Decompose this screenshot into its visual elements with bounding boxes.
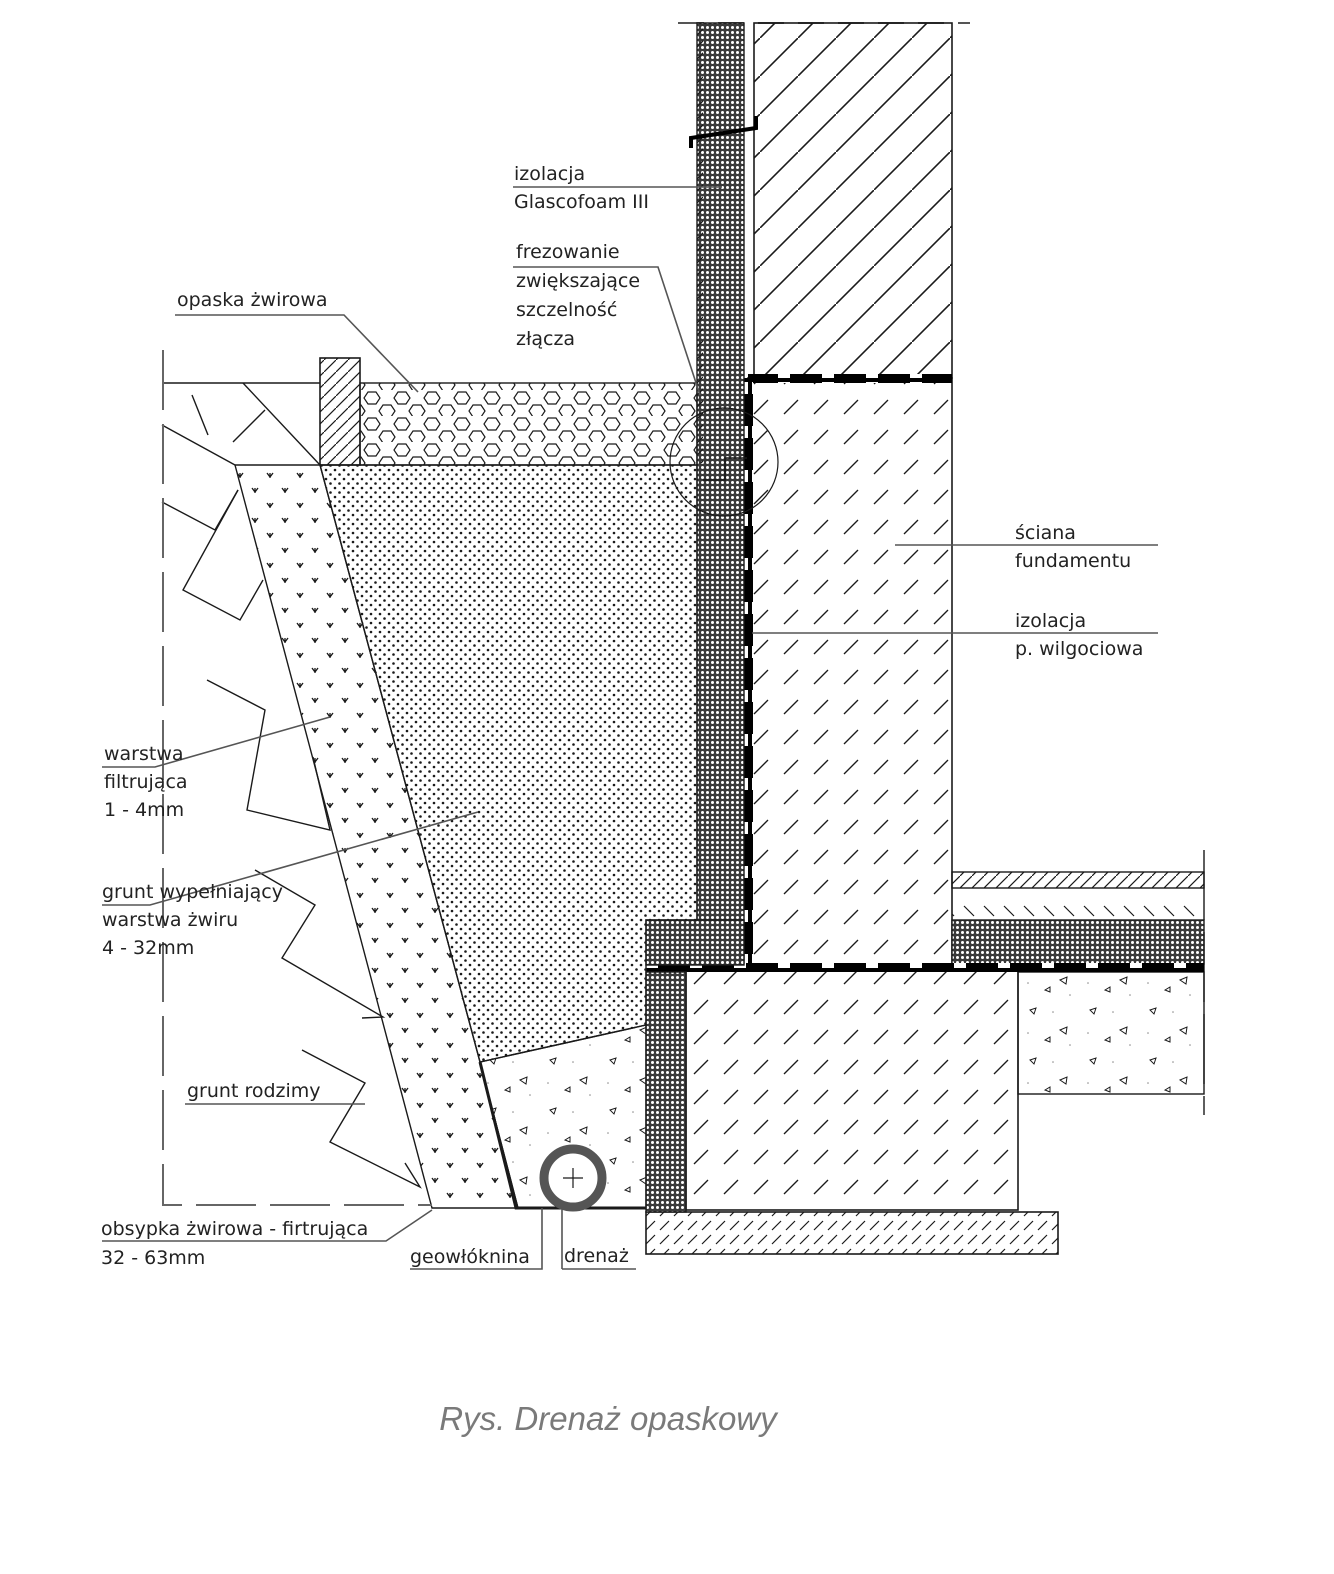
leader-lines [102,186,1158,1270]
boundary-dashed [162,350,432,1206]
floor-finish [951,871,1205,889]
label-drain: drenaż [564,1245,629,1267]
joint-milled-step [703,457,747,481]
floor-screed [952,888,1204,920]
moisture-insulation-vertical [744,378,753,968]
label-filter-layer: warstwa filtrująca 1 - 4mm [104,743,194,821]
label-native-soil: grunt rodzimy [187,1080,321,1102]
label-moisture-insulation: izolacja p. wilgociowa [1015,610,1143,660]
glascofoam-insulation [696,22,745,964]
label-insulation-glascofoam: izolacja Glascofoam III [514,163,649,213]
lean-concrete-base [645,1211,1059,1255]
upper-wall [753,22,953,379]
gravel-band [359,382,698,466]
geotextile [478,1061,646,1210]
label-foundation-wall: ściana fundamentu [1015,522,1131,572]
drain-pipe-cross [563,1168,583,1188]
floor-insulation [951,919,1205,965]
glascofoam-skin [697,23,703,463]
foam-block-upper [645,919,745,966]
native-soil [161,382,422,1189]
foundation-wall [747,377,953,966]
footing [685,969,1019,1211]
moisture-insulation-top [748,374,952,383]
floor-gravel-base [1017,971,1205,1095]
label-gravel-band: opaska żwirowa [177,289,328,311]
flashing [689,116,758,148]
label-milling: frezowanie zwiększające szczelność złącz… [516,241,646,350]
curb [319,357,361,466]
foam-block-footing-side [645,971,687,1213]
label-geotextile: geowłóknina [410,1246,530,1268]
label-fill-soil: grunt wypełniający warstwa żwiru 4 - 32m… [102,881,289,959]
joint-detail-circle [669,407,779,517]
moisture-insulation-footing [646,963,1204,972]
label-gravel-backfill: obsypka żwirowa - firtrująca 32 - 63mm [101,1218,374,1269]
figure-caption: Rys. Drenaż opaskowy [439,1400,777,1437]
